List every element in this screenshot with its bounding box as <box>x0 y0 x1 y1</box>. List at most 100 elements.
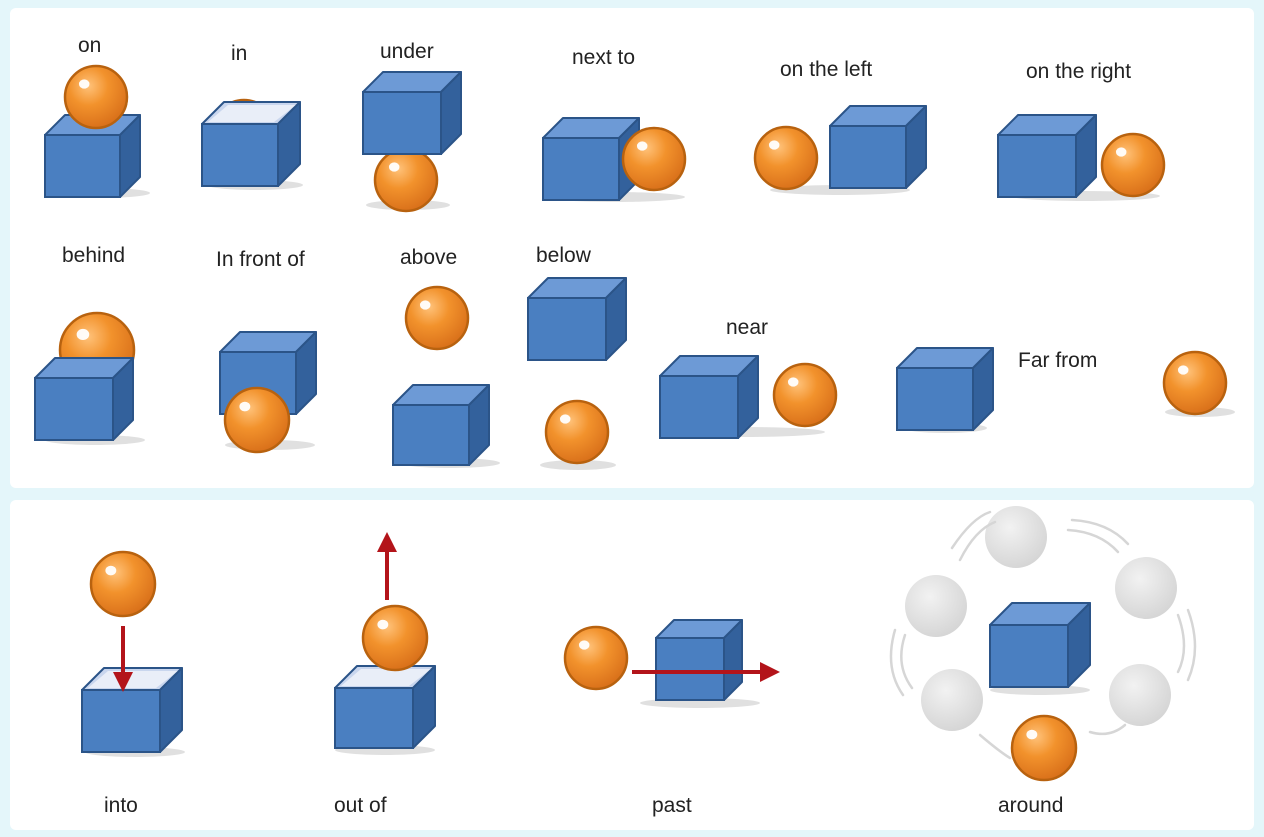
ball-body <box>621 126 687 192</box>
main-layer <box>34 64 1228 782</box>
ghost-ball <box>985 506 1047 568</box>
ghost-ball <box>1115 557 1177 619</box>
cube-front <box>81 689 161 753</box>
cube-on-the-right <box>997 114 1097 198</box>
ball-near <box>772 362 838 428</box>
back-layer <box>58 98 1197 760</box>
label-into: into <box>104 794 138 817</box>
label-on-the-left: on the left <box>780 58 873 81</box>
label-near: near <box>726 316 769 339</box>
cube-in <box>201 101 301 187</box>
ball-body <box>89 550 157 618</box>
ball-body <box>1162 350 1228 416</box>
ball-on <box>63 64 129 130</box>
cube-inside <box>208 105 296 122</box>
cube-front <box>989 624 1069 688</box>
label-past: past <box>652 794 692 817</box>
label-on-the-right: on the right <box>1026 60 1132 83</box>
cube-on-the-left <box>829 105 927 189</box>
cube-front <box>44 134 121 198</box>
cube-front <box>542 137 620 201</box>
ball-body <box>361 604 429 672</box>
cube-on <box>44 114 141 198</box>
cube-near <box>659 355 759 439</box>
cube-front <box>334 687 414 749</box>
ball-highlight <box>636 141 648 151</box>
cube-under <box>362 71 462 155</box>
ball-highlight <box>787 377 799 387</box>
ball-body <box>544 399 610 465</box>
ball-body <box>1100 132 1166 198</box>
cube-front <box>362 91 442 155</box>
ball-on-the-right <box>1100 132 1166 198</box>
cube-front <box>34 377 114 441</box>
ball-highlight <box>559 414 571 424</box>
cube-above <box>392 384 490 466</box>
top-panel <box>10 8 1254 488</box>
ball-highlight <box>578 640 590 650</box>
cube-front <box>659 375 739 439</box>
motion-line <box>900 633 914 690</box>
motion-lines <box>889 510 1197 760</box>
cube-into <box>81 667 183 753</box>
ghost-ball <box>905 575 967 637</box>
ball-highlight <box>388 162 400 172</box>
ball-highlight <box>76 328 90 341</box>
motion-line <box>978 733 1012 760</box>
arrows-layer <box>113 532 780 692</box>
ball-highlight <box>1115 147 1127 157</box>
label-in-front-of: In front of <box>216 248 305 271</box>
cube-front <box>655 637 725 701</box>
label-out-of: out of <box>334 794 387 817</box>
ball-body <box>753 125 819 191</box>
ball-highlight <box>419 300 431 310</box>
motion-line <box>1186 608 1197 682</box>
ball-body <box>373 147 439 213</box>
ghost-ball <box>1109 664 1171 726</box>
ball-body <box>223 386 291 454</box>
cube-behind <box>34 357 134 441</box>
shadow <box>540 460 616 470</box>
cube-front <box>997 134 1077 198</box>
ball-body <box>63 64 129 130</box>
ball-highlight <box>239 401 251 412</box>
label-on: on <box>78 34 102 57</box>
ball-out-of <box>361 604 429 672</box>
label-far-from: Far from <box>1018 349 1098 372</box>
ball-under <box>373 147 439 213</box>
cube-inside <box>341 669 431 686</box>
label-in: in <box>231 42 248 65</box>
ball-highlight <box>1026 729 1038 740</box>
cube-below <box>527 277 627 361</box>
ball-body <box>1010 714 1078 782</box>
cube-inside <box>88 671 178 688</box>
cube-front <box>829 125 907 189</box>
ball-in-front-of <box>223 386 291 454</box>
motion-line <box>1176 613 1186 674</box>
label-under: under <box>380 40 434 63</box>
ball-highlight <box>768 140 780 150</box>
ball-far-from <box>1162 350 1228 416</box>
label-behind: behind <box>62 244 126 267</box>
label-below: below <box>536 244 591 267</box>
ball-body <box>772 362 838 428</box>
ball-highlight <box>377 619 389 630</box>
ball-past <box>563 625 629 691</box>
cube-front <box>527 297 607 361</box>
ball-below <box>544 399 610 465</box>
cube-front <box>392 404 470 466</box>
ghost-ball <box>921 669 983 731</box>
motion-line <box>950 510 992 550</box>
motion-line <box>958 520 997 562</box>
cube-past <box>655 619 743 701</box>
ball-body <box>404 285 470 351</box>
ball-highlight <box>1177 365 1189 375</box>
label-around: around <box>998 794 1064 817</box>
motion-line <box>1066 528 1120 554</box>
cube-front <box>896 367 974 431</box>
ball-on-the-left <box>753 125 819 191</box>
motion-line <box>1088 723 1127 736</box>
label-above: above <box>400 246 458 269</box>
ball-around <box>1010 714 1078 782</box>
